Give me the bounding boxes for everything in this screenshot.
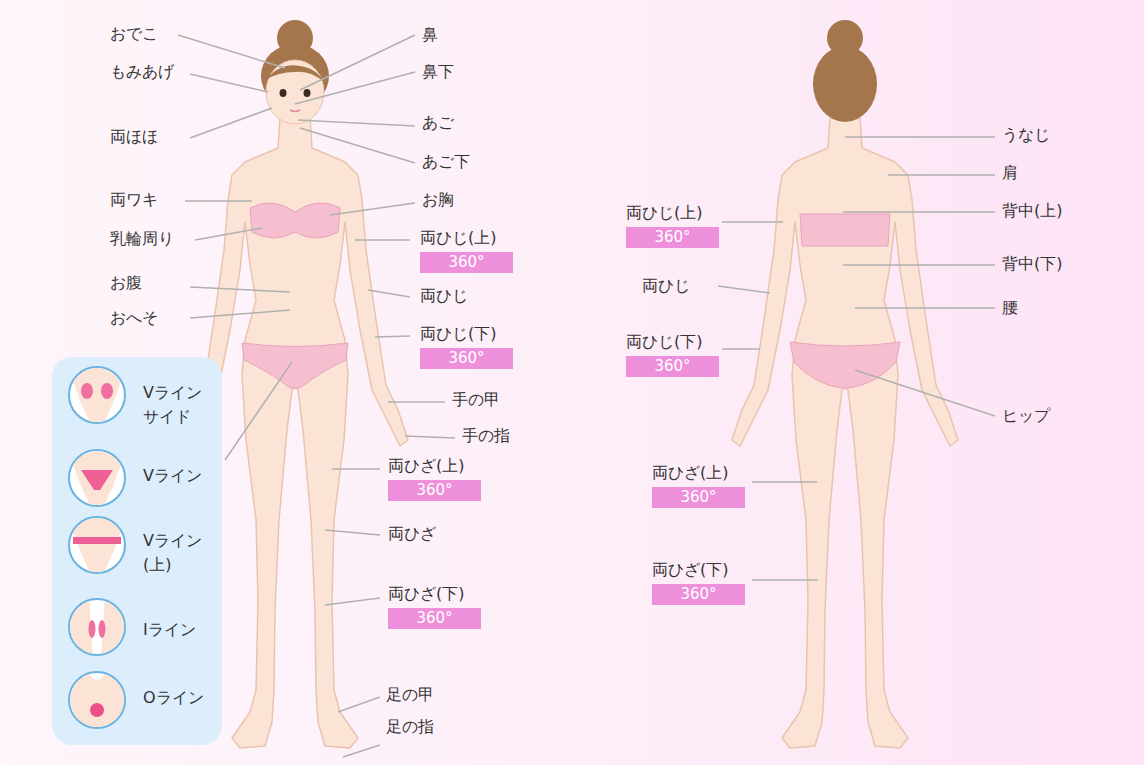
area-label: 両ひじ(下) — [420, 323, 513, 345]
mouth — [290, 110, 300, 112]
badge-360: 360° — [420, 348, 513, 369]
back-hair — [813, 46, 877, 122]
area-360-item: 両ひざ(上) 360° — [652, 462, 745, 508]
area-360-item: 両ひざ(上) 360° — [388, 455, 481, 501]
area-360-item: 両ひじ(下) 360° — [626, 331, 719, 377]
area-label: 背中(下) — [1002, 253, 1062, 275]
area-label: 両ひざ(上) — [388, 455, 481, 477]
back-bra — [800, 214, 890, 246]
area-label: 手の甲 — [452, 389, 500, 411]
badge-360: 360° — [420, 252, 513, 273]
area-label: 両ひざ(下) — [652, 559, 745, 581]
zone-icon — [67, 365, 127, 425]
zone-icon — [67, 515, 127, 575]
area-label: お胸 — [422, 189, 454, 211]
area-label: おでこ — [110, 23, 158, 45]
area-label: Vライン (上) — [143, 529, 218, 577]
area-360-item: 両ひざ(下) 360° — [652, 559, 745, 605]
area-label: 腰 — [1002, 297, 1018, 319]
panel-ground — [52, 357, 222, 745]
area-label: 両ひじ(上) — [626, 202, 719, 224]
area-label: Vライン サイド — [143, 381, 218, 429]
area-label: お腹 — [110, 272, 142, 294]
area-360-item: 両ひじ(下) 360° — [420, 323, 513, 369]
zone-icon — [67, 597, 127, 657]
area-label: 両ひじ — [420, 285, 468, 307]
area-label: 両ひじ(下) — [626, 331, 719, 353]
area-label: 肩 — [1002, 162, 1018, 184]
badge-360: 360° — [652, 584, 745, 605]
back-figure — [732, 20, 958, 748]
badge-360: 360° — [626, 356, 719, 377]
area-label: あご下 — [422, 151, 470, 173]
area-label: 両ひざ — [388, 523, 436, 545]
area-360-item: 両ひじ(上) 360° — [626, 202, 719, 248]
area-label: ヒップ — [1002, 405, 1050, 427]
area-label: Vライン — [143, 465, 202, 487]
zone-panel — [52, 357, 222, 745]
area-label: おへそ — [110, 307, 158, 329]
area-label: 両ワキ — [110, 189, 158, 211]
zone-icon — [67, 670, 127, 730]
area-label: Iライン — [143, 619, 196, 641]
area-label: 鼻下 — [422, 61, 454, 83]
badge-360: 360° — [652, 487, 745, 508]
badge-360: 360° — [388, 608, 481, 629]
face — [266, 60, 324, 124]
area-label: 両ひざ(下) — [388, 583, 481, 605]
eye — [304, 89, 311, 97]
area-label: 手の指 — [462, 425, 510, 447]
area-label: 両ひざ(上) — [652, 462, 745, 484]
eye — [280, 89, 287, 97]
area-label: 両ひじ(上) — [420, 227, 513, 249]
zone-icon — [67, 448, 127, 508]
front-bra — [250, 203, 340, 238]
area-label: もみあげ — [110, 61, 174, 83]
badge-360: 360° — [388, 480, 481, 501]
area-label: 足の指 — [386, 716, 434, 738]
back-panties — [790, 342, 900, 388]
area-label: 足の甲 — [386, 684, 434, 706]
area-label: うなじ — [1002, 124, 1050, 146]
front-bangs — [266, 65, 324, 82]
area-label: 乳輪周り — [110, 228, 174, 250]
area-label: 両ほほ — [110, 126, 158, 148]
area-label: 背中(上) — [1002, 200, 1062, 222]
area-360-item: 両ひざ(下) 360° — [388, 583, 481, 629]
area-label: 鼻 — [422, 24, 438, 46]
area-360-item: 両ひじ(上) 360° — [420, 227, 513, 273]
badge-360: 360° — [626, 227, 719, 248]
leader-lines — [178, 35, 995, 757]
area-label: 両ひじ — [642, 275, 690, 297]
area-label: Oライン — [143, 687, 204, 709]
front-panties — [242, 343, 348, 388]
area-label: あご — [422, 112, 454, 134]
